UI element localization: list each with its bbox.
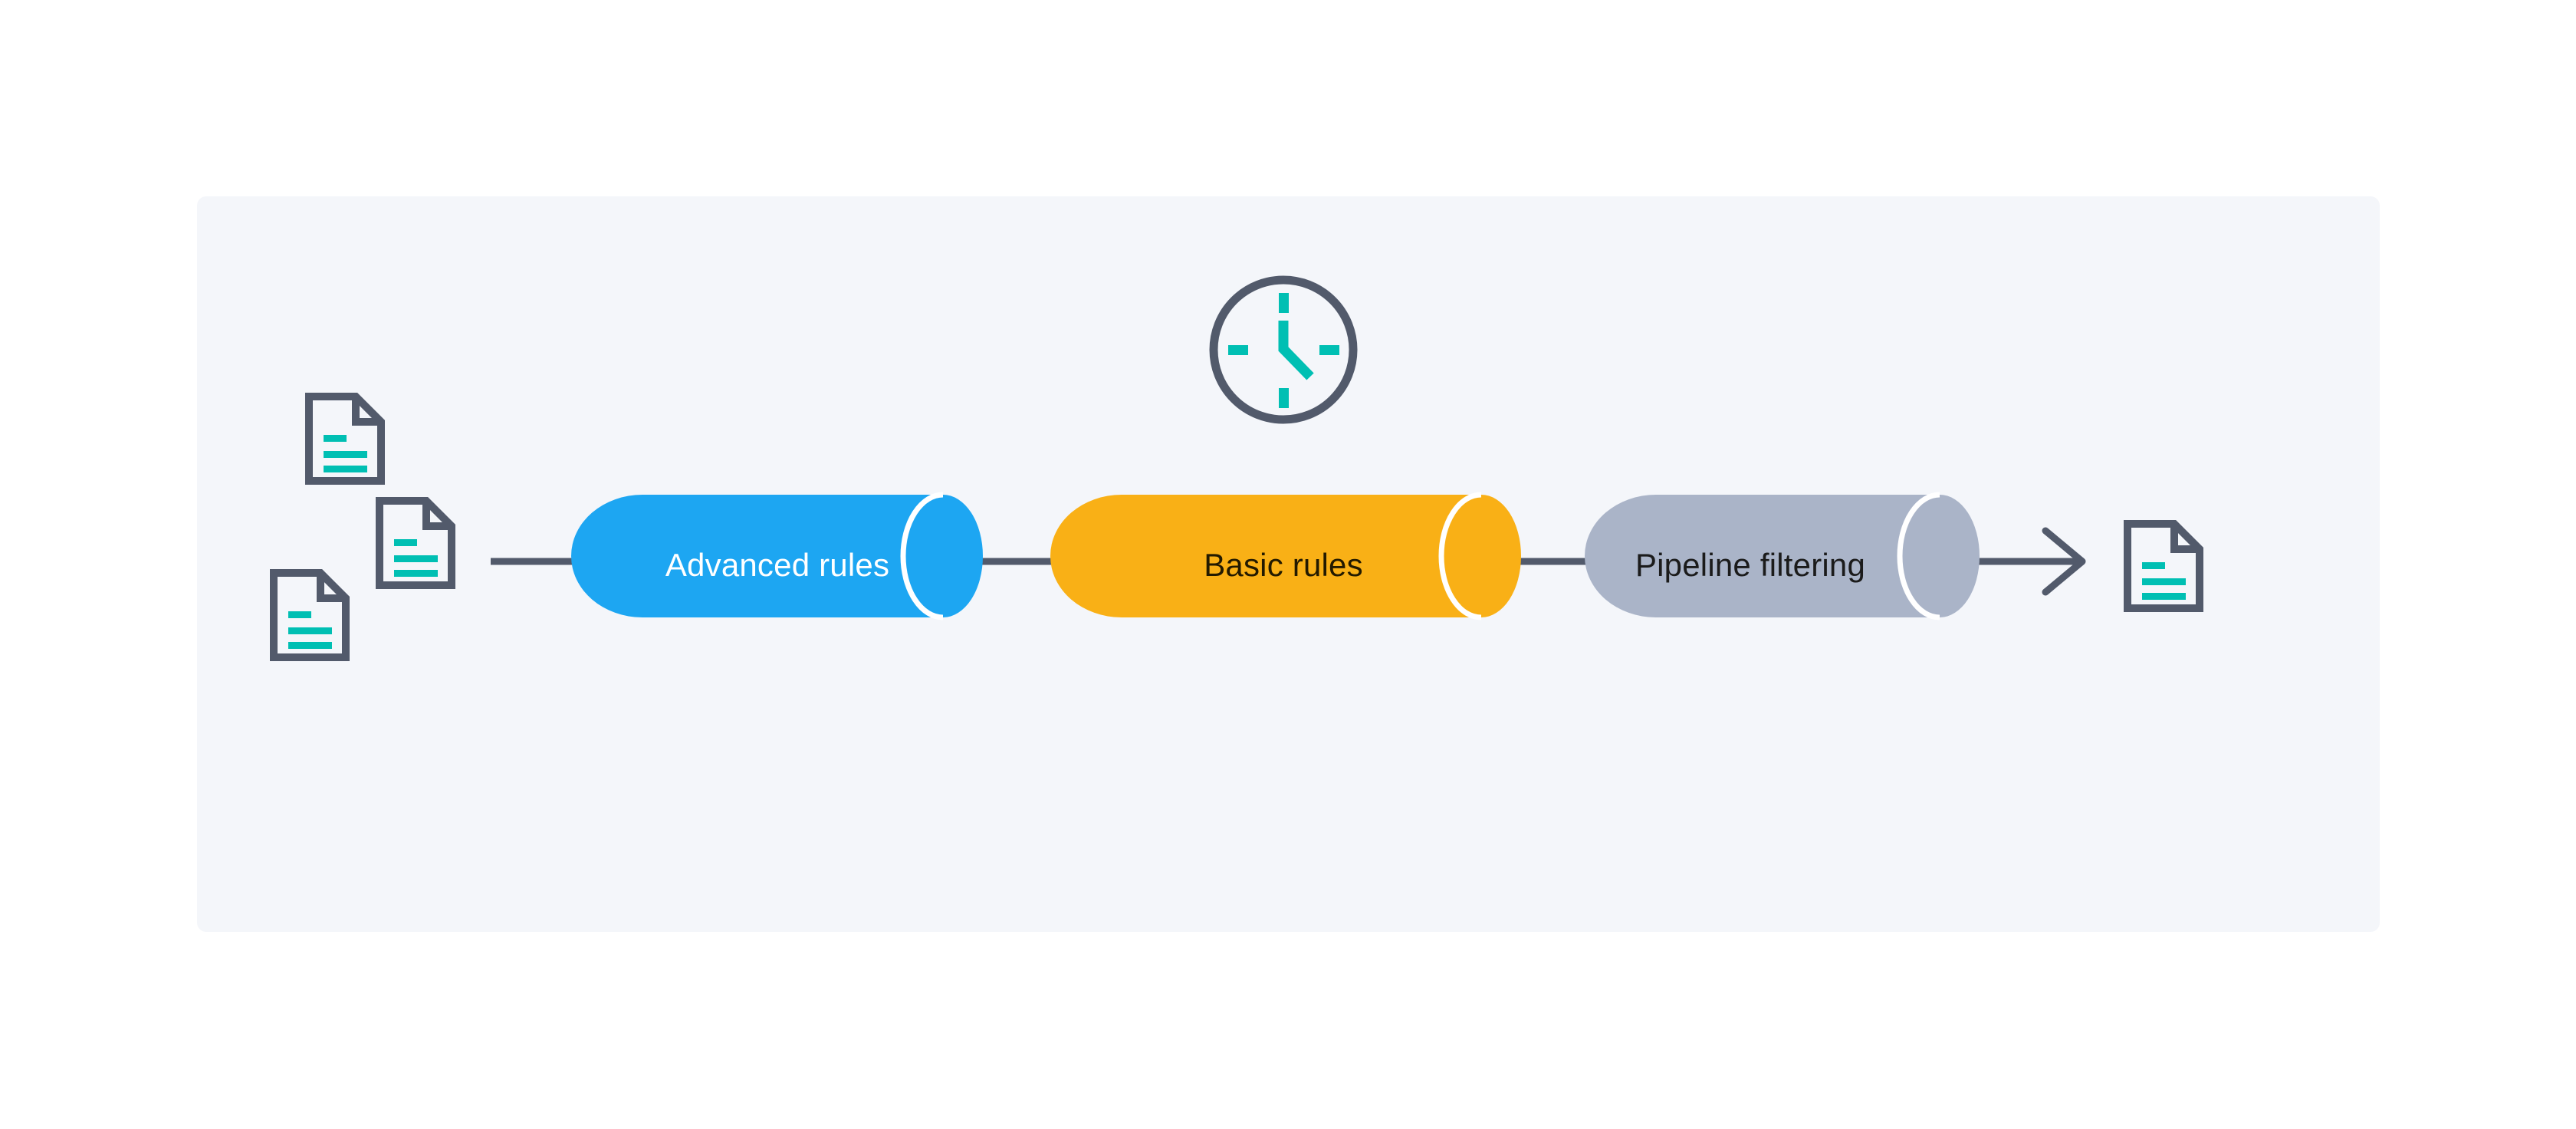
cylinder-seam xyxy=(1438,492,1482,620)
clock-tick-12 xyxy=(1279,293,1289,313)
cylinder-end-cap xyxy=(1900,495,1980,617)
stage-advanced-rules[interactable]: Advanced rules xyxy=(571,492,983,620)
cylinder-seam xyxy=(900,492,944,620)
cylinder-body xyxy=(1585,495,1940,617)
clock-hands xyxy=(1278,321,1314,380)
stage-label: Basic rules xyxy=(1204,547,1363,583)
stage-label: Pipeline filtering xyxy=(1635,547,1865,583)
cylinder-body xyxy=(571,495,943,617)
document-icon xyxy=(2128,524,2200,608)
stage-basic-rules[interactable]: Basic rules xyxy=(1050,492,1521,620)
document-icon xyxy=(309,397,381,481)
cylinder-end-cap xyxy=(903,495,983,617)
arrow-head-icon xyxy=(2042,527,2086,596)
document-icon xyxy=(274,573,346,657)
clock-tick-6 xyxy=(1279,388,1289,408)
cylinder-end-cap xyxy=(1441,495,1521,617)
cylinder-body xyxy=(1050,495,1481,617)
stage-label: Advanced rules xyxy=(665,547,889,583)
clock-ring xyxy=(1209,275,1358,424)
cylinder-seam xyxy=(1897,492,1940,620)
clock-tick-9 xyxy=(1228,345,1248,355)
clock-icon xyxy=(1209,275,1358,424)
document-icon xyxy=(380,501,452,585)
clock-tick-3 xyxy=(1319,345,1339,355)
stage-pipeline-filtering[interactable]: Pipeline filtering xyxy=(1585,492,1980,620)
